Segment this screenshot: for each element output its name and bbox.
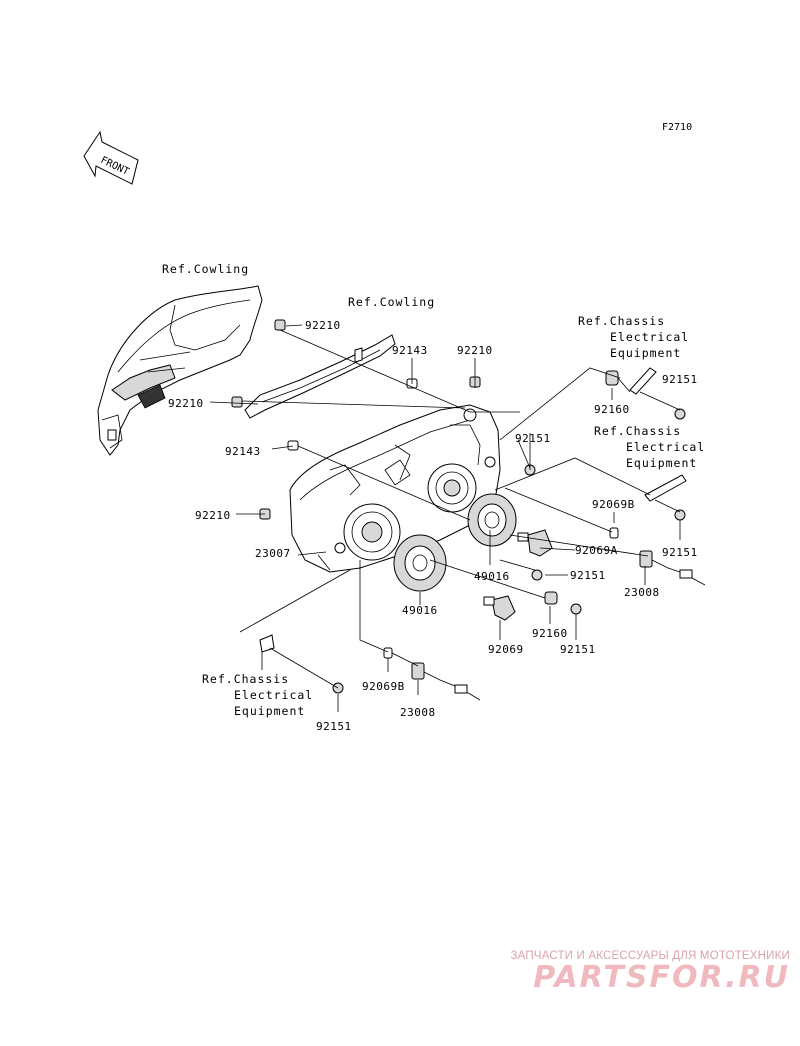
part-label-92160-b: 92160: [532, 627, 568, 640]
part-label-92210-d: 92210: [195, 509, 231, 522]
watermark: ЗАПЧАСТИ И АКСЕССУАРЫ ДЛЯ МОТОТЕХНИКИ PA…: [470, 950, 790, 995]
leader-lines: [209, 324, 681, 712]
front-arrow-icon: FRONT: [83, 130, 139, 185]
watermark-logo: PARTSFOR.RU: [533, 960, 790, 995]
ref-chassis-top-line2: Electrical: [610, 330, 689, 344]
part-label-92151-b: 92151: [662, 373, 698, 386]
socket-92069-illustration: [483, 595, 516, 621]
cowling-left-illustration: [97, 285, 263, 456]
ref-chassis-bot-line1: Ref.Chassis: [202, 672, 289, 686]
part-label-23008-a: 23008: [624, 586, 660, 599]
part-label-49016-b: 49016: [402, 604, 438, 617]
bracket-bottom-icon: [259, 634, 275, 653]
ref-chassis-top-line3: Equipment: [610, 346, 681, 360]
grommet-92160-b-icon: [544, 591, 558, 605]
part-label-92210-b: 92210: [457, 344, 493, 357]
part-label-23007: 23007: [255, 547, 291, 560]
part-label-92160-a: 92160: [594, 403, 630, 416]
part-label-92069: 92069: [488, 643, 524, 656]
rubber-pin-mid-icon: [644, 474, 687, 502]
ref-chassis-bot-line2: Electrical: [234, 688, 313, 702]
part-label-92151-c: 92151: [662, 546, 698, 559]
socket-92069A-illustration: [517, 529, 553, 557]
bulb-49016-lower-illustration: [393, 534, 447, 592]
part-label-92069A: 92069A: [575, 544, 618, 557]
ref-chassis-mid-line1: Ref.Chassis: [594, 424, 681, 438]
part-label-92210-a: 92210: [305, 319, 341, 332]
grommet-92210-c-icon: [231, 396, 243, 408]
part-label-92069B-b: 92069B: [362, 680, 405, 693]
part-label-49016-a: 49016: [474, 570, 510, 583]
headlight-housing-illustration: [289, 404, 501, 573]
grommet-92160-a-icon: [605, 370, 619, 386]
cap-92069B-b-icon: [383, 647, 393, 659]
part-label-92151-a: 92151: [515, 432, 551, 445]
grommet-92210-a-icon: [274, 319, 286, 331]
part-label-92210-c: 92210: [168, 397, 204, 410]
part-label-92143-b: 92143: [225, 445, 261, 458]
cowling-bracket-illustration: [244, 334, 396, 419]
cap-92069B-a-icon: [609, 527, 619, 539]
ref-chassis-mid-line3: Equipment: [626, 456, 697, 470]
bolt-92151-d-icon: [531, 569, 543, 581]
collar-92143-b-icon: [287, 440, 299, 451]
part-label-92069B-a: 92069B: [592, 498, 635, 511]
ref-chassis-bot-line3: Equipment: [234, 704, 305, 718]
rubber-pin-top-icon: [629, 367, 657, 395]
ref-chassis-mid-line2: Electrical: [626, 440, 705, 454]
bolt-92151-e-icon: [570, 603, 582, 615]
ref-cowling-right-label: Ref.Cowling: [348, 295, 435, 309]
bolt-92151-c-icon: [674, 509, 686, 521]
figure-code: F2710: [662, 122, 692, 133]
part-label-92151-d: 92151: [570, 569, 606, 582]
watermark-tagline: ЗАПЧАСТИ И АКСЕССУАРЫ ДЛЯ МОТОТЕХНИКИ: [510, 950, 790, 962]
part-label-92151-e: 92151: [560, 643, 596, 656]
bulb-49016-upper-illustration: [467, 493, 517, 547]
part-label-23008-b: 23008: [400, 706, 436, 719]
harness-23008-bottom-illustration: [411, 662, 481, 701]
ref-chassis-top-line1: Ref.Chassis: [578, 314, 665, 328]
part-label-92151-f: 92151: [316, 720, 352, 733]
part-label-92143-a: 92143: [392, 344, 428, 357]
ref-cowling-left-label: Ref.Cowling: [162, 262, 249, 276]
bolt-92151-b-icon: [674, 408, 686, 420]
